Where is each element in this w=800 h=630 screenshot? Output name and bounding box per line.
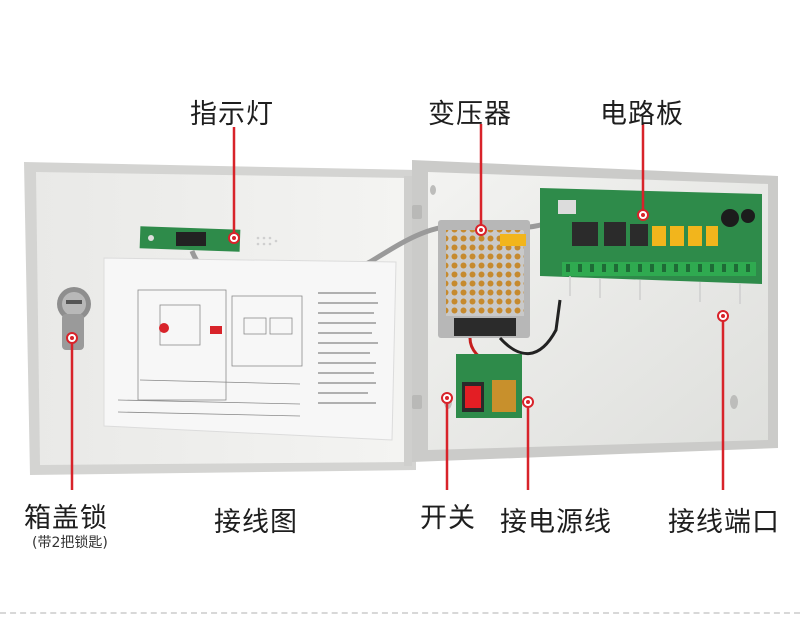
label-switch: 开关 (420, 503, 476, 534)
label-transformer: 变压器 (428, 99, 512, 130)
label-wiring-diagram: 接线图 (214, 507, 298, 538)
indicator-board (139, 226, 241, 252)
wiring-diagram-sheet (103, 257, 397, 441)
black-wire (498, 299, 562, 355)
speaker-grille (256, 236, 278, 246)
label-indicator: 指示灯 (190, 99, 274, 130)
bottom-divider (0, 612, 800, 614)
circuit-board (540, 188, 762, 304)
label-cover-lock: 箱盖锁 (24, 503, 108, 534)
transformer (438, 220, 530, 338)
switch-block (456, 354, 522, 418)
label-circuit-board: 电路板 (600, 99, 684, 130)
callout-lines (70, 124, 725, 490)
label-cover-lock-note: (带2把锁匙) (32, 535, 108, 551)
label-terminal-port: 接线端口 (668, 507, 780, 538)
label-power-cord: 接电源线 (500, 507, 612, 538)
